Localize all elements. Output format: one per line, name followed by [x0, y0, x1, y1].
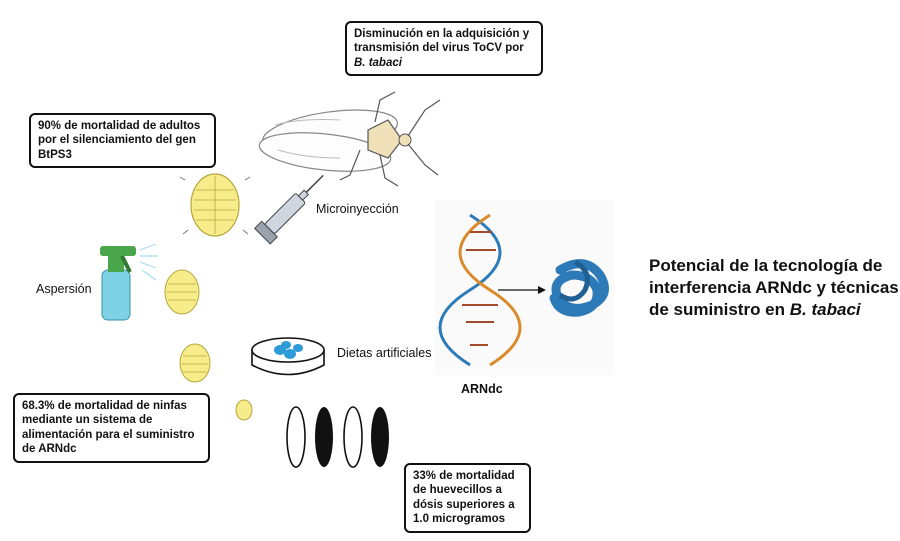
nymphs-line-2: mediante un sistema de	[22, 414, 153, 427]
folded-rna-icon	[549, 259, 609, 317]
nymph-icon	[164, 269, 200, 315]
microinjection-label: Microinyección	[316, 202, 399, 216]
spray-label: Aspersión	[36, 282, 92, 296]
eggs-line-3: dósis superiores a	[413, 498, 515, 511]
dsrna-label: ARNdc	[461, 382, 503, 396]
nymph-icon	[179, 173, 251, 237]
adults-callout: 90% de mortalidad de adultos por el sile…	[29, 113, 216, 169]
nymphs-line-1: 68.3% de mortalidad de ninfas	[22, 400, 187, 412]
tocv-line-2: transmisión del virus ToCV por	[354, 42, 524, 55]
eggs-callout: 33% de mortalidad de huevecillos a dósis…	[404, 463, 531, 533]
tocv-species: B. tabaci	[354, 56, 402, 69]
title-species: B. tabaci	[789, 300, 861, 320]
tocv-callout: Disminución en la adquisición y transmis…	[345, 21, 543, 77]
title-line-2: interferencia ARNdc y técnicas	[649, 278, 899, 298]
adults-line-2: por el silenciamiento del gen	[38, 134, 196, 147]
whitefly-adult-icon	[258, 91, 441, 187]
nymph-icon	[235, 399, 253, 421]
nymphs-line-4: de ARNdc	[22, 443, 77, 456]
artificial-diets-label: Dietas artificiales	[337, 346, 432, 360]
egg-icon	[286, 406, 389, 468]
adults-line-1: 90% de mortalidad de adultos	[38, 120, 201, 132]
eggs-line-1: 33% de mortalidad	[413, 470, 515, 482]
tocv-line-1: Disminución en la adquisición y	[354, 28, 530, 40]
nymph-icon	[179, 343, 211, 383]
eggs-line-2: de huevecillos a	[413, 484, 502, 497]
syringe-icon	[253, 174, 324, 245]
dna-helix-icon	[438, 213, 522, 367]
title-line-3: de suministro en	[649, 300, 786, 320]
adults-line-3: BtPS3	[38, 148, 72, 161]
petri-dish-icon	[251, 337, 325, 376]
eggs-line-4: 1.0 microgramos	[413, 513, 506, 526]
spray-bottle-icon	[100, 243, 158, 321]
nymphs-line-3: alimentación para el suministro	[22, 428, 195, 441]
diagram-title: Potencial de la tecnología de interferen…	[649, 255, 899, 321]
title-line-1: Potencial de la tecnología de	[649, 256, 883, 275]
nymphs-callout: 68.3% de mortalidad de ninfas mediante u…	[13, 393, 210, 463]
